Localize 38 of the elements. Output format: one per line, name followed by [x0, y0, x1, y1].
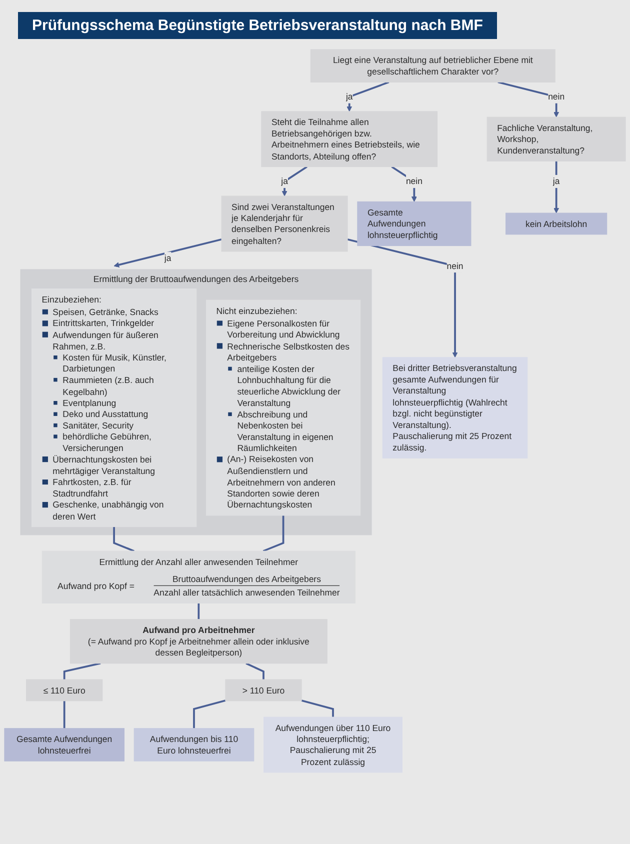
arrow — [114, 238, 222, 268]
node-box: Einzubeziehen: Speisen, Getränke, Snacks Eintrittskarten, Trinkgelder Aufwendungen für äußeren Rahmen, z.B. Kosten für Musik, Künstler, Darbietungen Raummieten (z.B. auch Kegelbahn) Eventplanung Deko und Ausstattung Sanitäter, Security behördliche Gebühren, Versicherungen Übernachtungskosten bei mehrtägiger Veranstaltung Fahrtkosten, z.B. für Stadtrundfahrt Geschenke, unabhängig von deren Wert — [31, 288, 197, 528]
diagram-title: Prüfungsschema Begünstigte Betriebsveranstaltung nach BMF — [18, 12, 497, 39]
edge-label: nein — [548, 92, 565, 102]
connector — [301, 700, 334, 718]
edge-label: ja — [281, 176, 288, 186]
node-box: Ermittlung der Anzahl aller anwesenden Teilnehmer Aufwand pro Kopf = Bruttoaufwendungen des Arbeitgebers Anzahl aller tatsächlich anwesenden Teilnehmer — [42, 550, 356, 604]
node-box: Aufwand pro Arbeitnehmer (= Aufwand pro Kopf je Arbeitnehmer allein oder inklusive dessen Begleitperson) — [70, 619, 328, 664]
connector — [246, 662, 264, 680]
node-box: Aufwendungen bis 110 Euro lohnsteuerfrei — [134, 728, 254, 762]
edge-label: ja — [346, 92, 353, 102]
node-box: Fachliche Veranstaltung, Workshop, Kundenveranstaltung? — [486, 116, 626, 162]
edge-label: ja — [164, 253, 172, 263]
arrow — [498, 81, 560, 118]
node-box: kein Arbeitslohn — [506, 212, 608, 235]
node-box: > 110 Euro — [225, 679, 302, 702]
arrow — [346, 81, 390, 112]
node-box: Aufwendungen über 110 Euro lohnsteuerpflichtig; Pauschalierung mit 25 Prozent zulässig — [264, 716, 402, 773]
node-box: Bei dritter Betriebsveranstaltung gesamte Aufwendungen für Veranstaltung lohnsteuerpflichtig (Wahlrecht bzgl. nicht begünstigter Veranstaltung). Pauschalierung mit 25 Prozent zulässig. — [382, 357, 528, 458]
connector — [113, 526, 134, 552]
edge-label: ja — [552, 176, 560, 186]
arrow — [391, 166, 417, 202]
connector — [63, 662, 101, 680]
node-box: Liegt eine Veranstaltung auf betrieblicher Ebene mit gesellschaftlichem Charakter vor? — [310, 49, 556, 82]
node-box: Nicht einzubeziehen: Eigene Personalkosten für Vorbereitung und Abwicklung Rechnerische Selbstkosten des Arbeitgebers anteilige Kosten der Lohnbuchhaltung für die steuerliche Abwicklung der Veranstaltung Abschreibung und Nebenkosten bei Veranstaltung in eigenen Räumlichkeiten (An-) Reisekosten von Außendienstlern und Arbeitnehmern von anderen Standorten sowie deren Übernachtungskosten — [206, 300, 361, 516]
arrow — [347, 238, 458, 358]
node-box: Sind zwei Veranstaltungen je Kalenderjahr für denselben Personenkreis eingehalten? — [221, 196, 348, 252]
node-box: Gesamte Aufwendungen lohnsteuerpflichtig — [357, 201, 472, 246]
edge-label: nein — [406, 176, 422, 186]
node-box: Gesamte Aufwendungen lohnsteuerfrei — [4, 728, 124, 762]
connector — [193, 700, 226, 728]
arrow — [282, 166, 308, 196]
connector — [63, 700, 66, 728]
edge-label: nein — [446, 260, 464, 271]
connector — [262, 515, 284, 552]
node-box: Steht die Teilnahme allen Betriebsangehörigen bzw. Arbeitnehmern eines Betriebsteils, wie Standorts, Abteilung offen? — [261, 111, 438, 168]
node-box: ≤ 110 Euro — [26, 679, 103, 702]
connector — [198, 603, 200, 620]
